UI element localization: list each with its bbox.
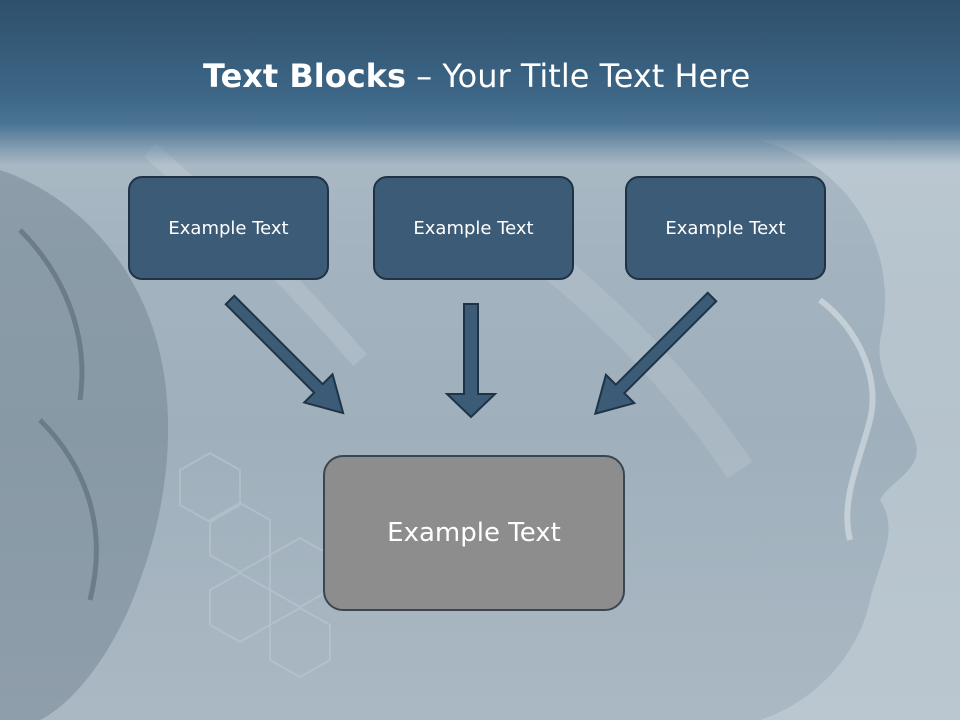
title-band bbox=[0, 0, 960, 165]
left-texture bbox=[0, 170, 169, 720]
text-block-3: Example Text bbox=[625, 176, 826, 280]
arrow-center-down bbox=[444, 303, 498, 419]
face-silhouette bbox=[760, 140, 960, 720]
arrow-right-diagonal bbox=[593, 291, 718, 416]
face-highlight bbox=[818, 297, 876, 541]
text-block-3-label: Example Text bbox=[665, 217, 786, 239]
left-texture-detail bbox=[18, 228, 99, 601]
title-bold-text: Text Blocks bbox=[203, 57, 406, 95]
title-rest-text: – Your Title Text Here bbox=[406, 57, 751, 95]
hexagon-pattern bbox=[179, 451, 331, 679]
text-block-2: Example Text bbox=[373, 176, 574, 280]
arrow-left-diagonal bbox=[224, 294, 345, 415]
text-block-1: Example Text bbox=[128, 176, 329, 280]
text-block-result: Example Text bbox=[323, 455, 625, 611]
slide-title: Text Blocks – Your Title Text Here bbox=[203, 56, 903, 96]
text-block-2-label: Example Text bbox=[413, 217, 534, 239]
text-block-result-label: Example Text bbox=[387, 518, 561, 548]
text-block-1-label: Example Text bbox=[168, 217, 289, 239]
